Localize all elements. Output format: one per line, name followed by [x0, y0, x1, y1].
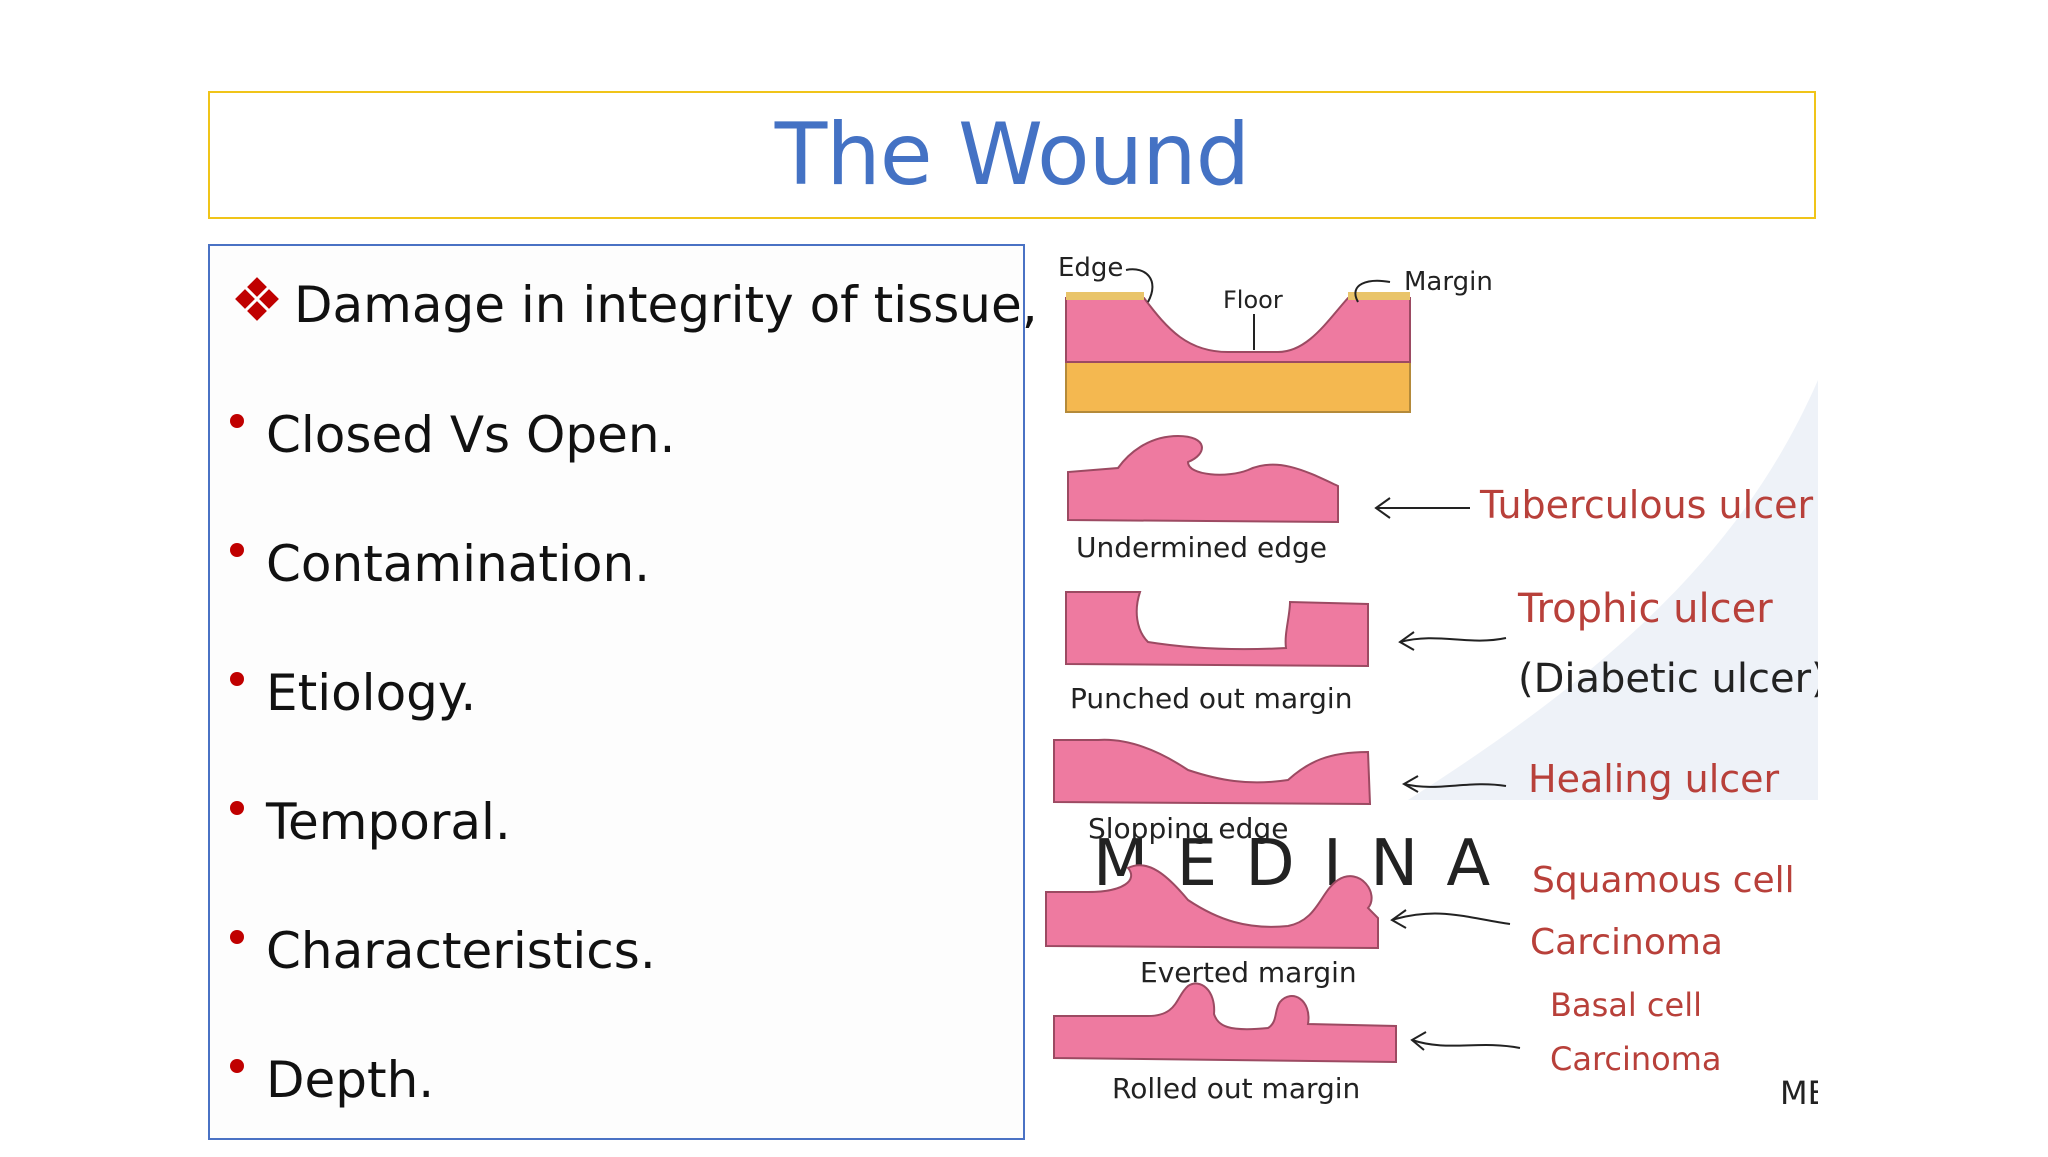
shape-label: Undermined edge	[1076, 531, 1327, 564]
shape-label: Slopping edge	[1088, 812, 1288, 845]
margin-label: Margin	[1404, 267, 1493, 297]
arrow-head-icon	[1410, 1031, 1427, 1051]
list-item-text: Depth.	[266, 1051, 435, 1109]
arrow-head-icon	[1398, 631, 1415, 651]
ulcer-label: Tuberculous ulcer	[1479, 483, 1813, 527]
ulcer-diagram-svg: M E D I N A Edge Floor Margin Undermined…	[1045, 253, 1828, 1112]
rolled-out-margin-shape	[1053, 982, 1397, 1064]
shape-label: Punched out margin	[1070, 682, 1352, 715]
bullet-dot-icon	[230, 930, 244, 944]
everted-margin-shape	[1045, 864, 1379, 950]
list-item: Etiology.	[230, 664, 476, 722]
list-item: Depth.	[230, 1051, 434, 1109]
arrow-head-icon	[1390, 909, 1407, 929]
ulcer-label: Healing ulcer	[1528, 757, 1780, 801]
bullet-dot-icon	[230, 672, 244, 686]
shape-label: Rolled out margin	[1112, 1072, 1360, 1105]
slopping-edge-shape	[1053, 738, 1372, 806]
edge-label: Edge	[1058, 253, 1123, 283]
ulcer-label: Trophic ulcer	[1517, 586, 1773, 632]
corner-text: ME	[1780, 1074, 1818, 1112]
list-item-text: Temporal.	[266, 793, 511, 851]
list-item: Characteristics.	[230, 922, 656, 980]
tissue-layer	[1065, 297, 1411, 363]
ulcer-label: Carcinoma	[1530, 922, 1723, 963]
ulcer-label: Squamous cell	[1532, 860, 1795, 901]
shape-label: Everted margin	[1140, 956, 1357, 989]
bullet-dot-icon	[230, 543, 244, 557]
edge-arrow	[1125, 268, 1154, 303]
ulcer-label: (Diabetic ulcer)	[1518, 656, 1818, 702]
bullet-dot-icon	[230, 801, 244, 815]
punched-out-margin-shape	[1065, 591, 1369, 668]
diamond-bullet-icon	[230, 276, 288, 326]
arrow-icon	[1399, 637, 1507, 643]
arrow-head-icon	[1374, 497, 1391, 519]
ulcer-diagram: M E D I N A Edge Floor Margin Undermined…	[1028, 240, 1828, 1152]
floor-label: Floor	[1223, 286, 1283, 314]
list-item: Temporal.	[230, 793, 511, 851]
bullet-list-box: Damage in integrity of tissue, Closed Vs…	[208, 244, 1038, 1140]
arrow-icon	[1411, 1039, 1521, 1049]
slide-title: The Wound	[774, 105, 1250, 205]
heading-item-text: Damage in integrity of tissue,	[294, 276, 1038, 334]
arrow-icon	[1391, 912, 1511, 925]
bullet-dot-icon	[230, 414, 244, 428]
list-item-text: Etiology.	[266, 664, 477, 722]
margin-arrow	[1354, 279, 1391, 303]
fat-layer	[1065, 361, 1411, 413]
skin-left	[1066, 292, 1144, 300]
list-item-text: Closed Vs Open.	[266, 406, 676, 464]
list-item-heading: Damage in integrity of tissue,	[230, 276, 1038, 334]
skin-right	[1348, 292, 1410, 300]
arrow-icon	[1403, 783, 1507, 788]
list-item-text: Contamination.	[266, 535, 651, 593]
arrow-head-icon	[1401, 775, 1419, 793]
undermined-edge-shape	[1067, 434, 1339, 524]
title-box: The Wound	[208, 91, 1816, 219]
ulcer-label: Carcinoma	[1550, 1040, 1722, 1078]
list-item: Closed Vs Open.	[230, 406, 675, 464]
list-item-text: Characteristics.	[266, 922, 656, 980]
bullet-dot-icon	[230, 1059, 244, 1073]
list-item: Contamination.	[230, 535, 650, 593]
watermark-shape	[1408, 380, 1818, 800]
ulcer-label: Basal cell	[1550, 986, 1702, 1024]
